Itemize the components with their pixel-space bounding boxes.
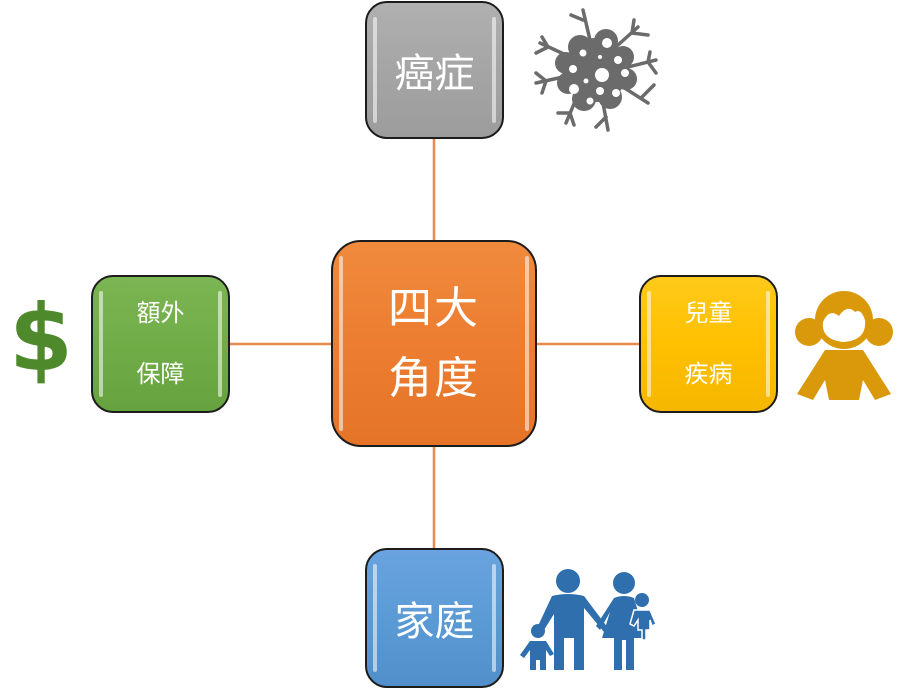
family-icon xyxy=(520,569,657,670)
connector-bottom xyxy=(433,447,435,549)
node-extra-protection: 額外 保障 xyxy=(91,275,230,413)
connector-left xyxy=(230,343,332,345)
node-family-label: 家庭 xyxy=(394,599,475,645)
center-node-line-2: 角度 xyxy=(388,352,480,404)
svg-text:$: $ xyxy=(9,290,73,385)
connector-top xyxy=(433,139,435,241)
node-extra-protection-line-2: 保障 xyxy=(136,360,185,388)
node-child-illness-line-2: 疾病 xyxy=(684,360,733,388)
node-extra-protection-line-1: 額外 xyxy=(136,299,185,327)
node-child-illness-line-1: 兒童 xyxy=(684,299,733,327)
node-cancer-label: 癌症 xyxy=(394,51,475,97)
girl-icon xyxy=(795,291,893,400)
center-node-four-perspectives: 四大 角度 xyxy=(331,240,537,447)
dollar-sign-icon: $ xyxy=(9,290,73,385)
cancer-cell-icon xyxy=(534,8,658,132)
connector-right xyxy=(537,343,640,345)
node-family: 家庭 xyxy=(365,548,504,688)
node-cancer: 癌症 xyxy=(365,1,504,139)
center-node-line-1: 四大 xyxy=(388,282,480,334)
node-child-illness: 兒童 疾病 xyxy=(639,275,778,413)
